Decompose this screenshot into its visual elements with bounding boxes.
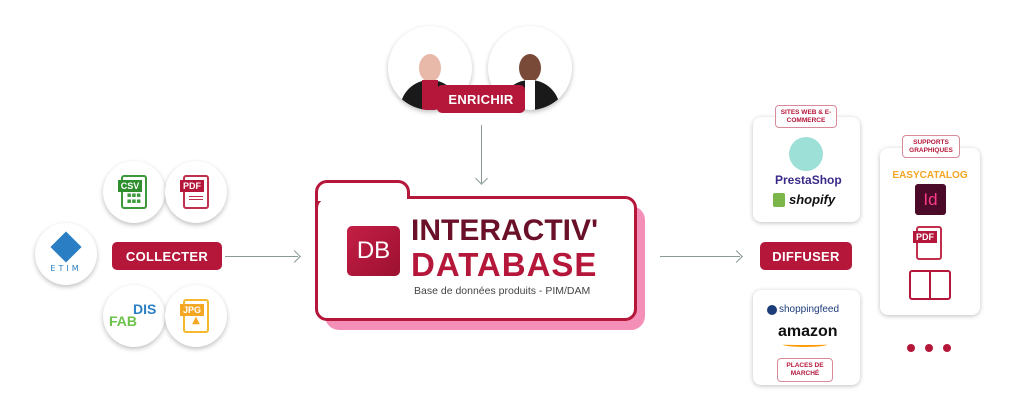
shoppingfeed-logo: shoppingfeed <box>779 304 840 315</box>
database-title-line1: INTERACTIV' <box>411 214 599 247</box>
jpg-source: JPG▲ <box>165 285 227 347</box>
diffuser-button[interactable]: DIFFUSER <box>760 242 852 270</box>
jpg-icon: JPG▲ <box>179 299 209 333</box>
marketplaces-label: PLACES DE MARCHÉ <box>777 358 833 382</box>
supports-label: SUPPORTS GRAPHIQUES <box>902 135 960 158</box>
diffuse-arrow <box>660 256 740 257</box>
arrow-right-icon <box>288 250 301 263</box>
sites-box: PrestaShop shopify <box>753 117 860 222</box>
prestashop-icon <box>789 137 823 171</box>
catalog-book-icon <box>909 270 951 300</box>
sites-label: SITES WEB & E-COMMERCE <box>775 105 837 128</box>
arrow-right-icon <box>730 250 743 263</box>
more-dot <box>943 344 951 352</box>
pdf-source: PDF <box>165 161 227 223</box>
enrich-arrow <box>481 125 482 183</box>
pdf-support-icon: PDF <box>913 226 942 260</box>
more-dot <box>925 344 933 352</box>
amazon-logo: amazon <box>778 323 838 340</box>
csv-source: CSV▪▪▪▪▪▪ <box>103 161 165 223</box>
pdf-icon: PDF <box>180 175 209 209</box>
arrow-down-icon <box>475 172 488 185</box>
fabdis-logo: DIS FAB <box>109 301 157 329</box>
collecter-button[interactable]: COLLECTER <box>112 242 222 270</box>
enrichir-button[interactable]: ENRICHIR <box>437 85 525 113</box>
amazon-smile-icon <box>783 342 827 347</box>
supports-box: EASYCATALOG Id PDF <box>880 148 980 315</box>
indesign-icon: Id <box>915 184 946 215</box>
more-dot <box>907 344 915 352</box>
man-avatar <box>488 26 572 110</box>
etim-logo-icon <box>50 230 82 263</box>
db-logo: DB <box>347 226 400 276</box>
shopify-logo: shopify <box>789 192 836 207</box>
easycatalog-logo: EASYCATALOG <box>892 170 968 181</box>
shopify-icon <box>773 193 785 207</box>
csv-icon: CSV▪▪▪▪▪▪ <box>117 175 147 209</box>
etim-source: ETIM <box>35 223 97 285</box>
database-title-line2: DATABASE <box>411 246 598 283</box>
collect-arrow <box>225 256 298 257</box>
shoppingfeed-icon <box>767 305 777 315</box>
fabdis-source: DIS FAB <box>103 285 165 347</box>
prestashop-logo: PrestaShop <box>775 173 842 187</box>
database-subtitle: Base de données produits - PIM/DAM <box>414 285 591 297</box>
